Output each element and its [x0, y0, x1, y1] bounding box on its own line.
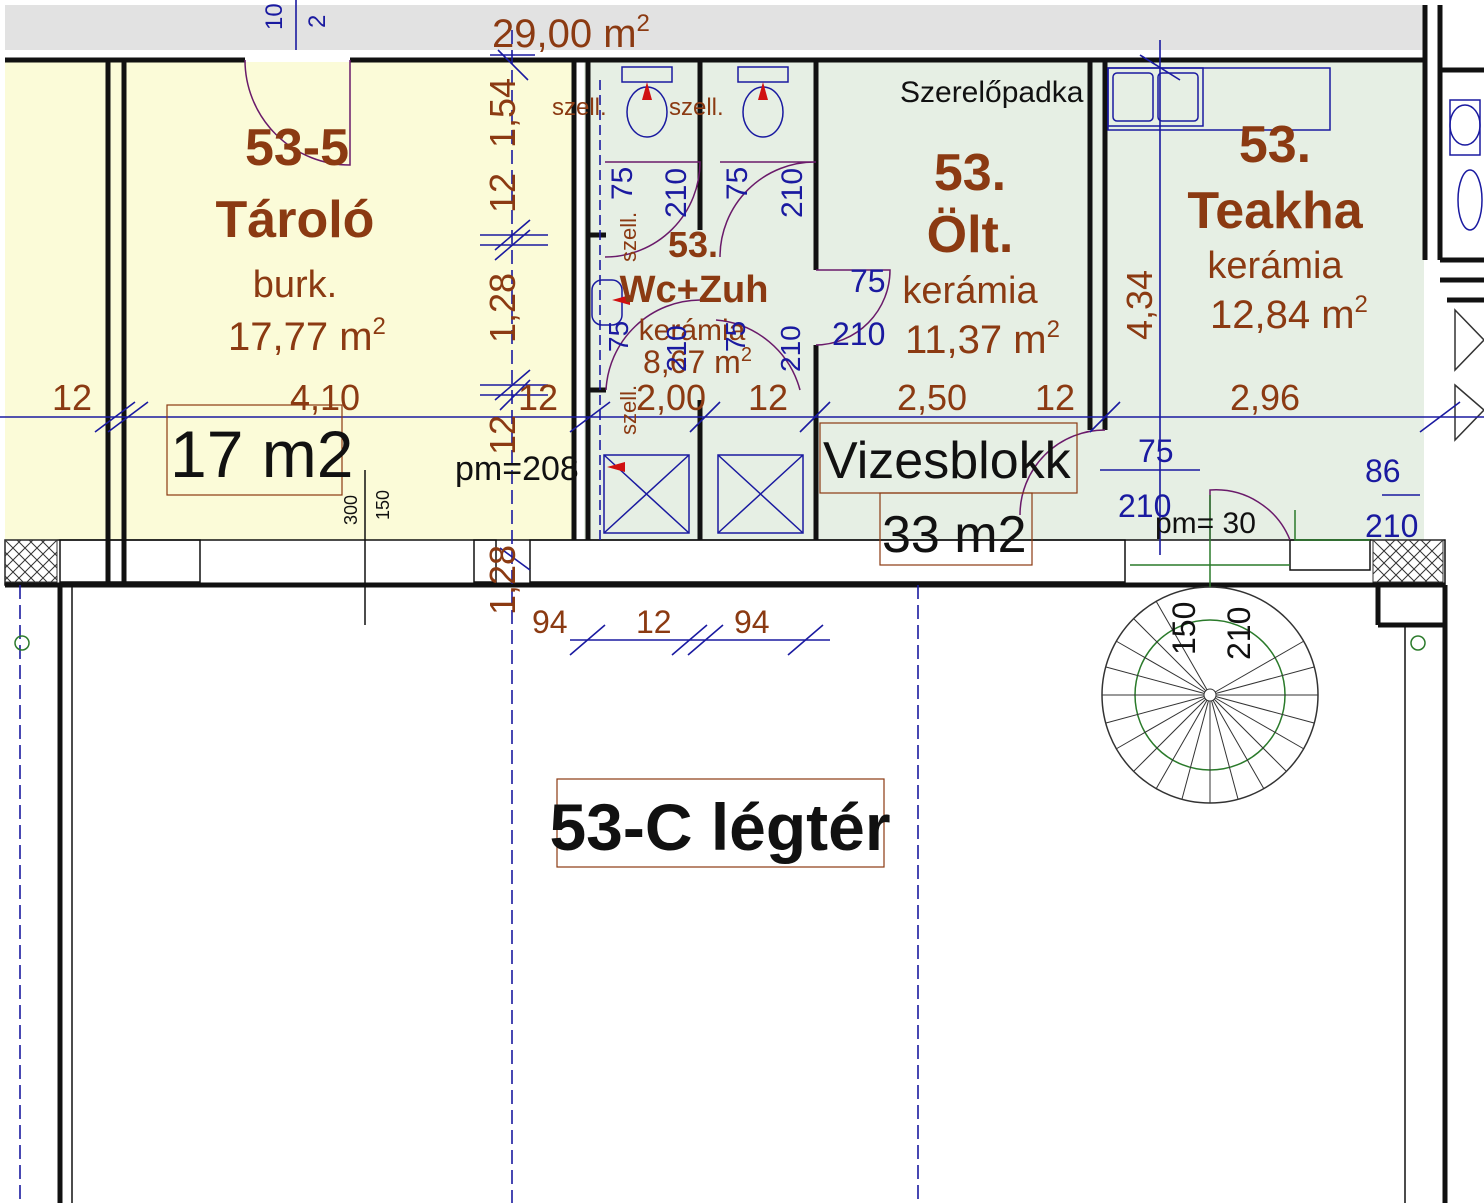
bottom-dim: 12 [636, 604, 672, 640]
width-dim: 2,96 [1230, 377, 1300, 418]
top-small-dim: 2 [304, 15, 331, 28]
kitchen-area: 12,84 m2 [1210, 291, 1368, 337]
locker-floor: kerámia [902, 270, 1038, 312]
storage-area-box [166, 404, 343, 496]
storage-area: 17,77 m2 [228, 313, 386, 359]
wet-block-name: Vizesblokk [823, 432, 1072, 490]
dim-150: 150 [373, 490, 393, 520]
height-dim: 1,28 [482, 545, 523, 615]
ventilation-markers [607, 82, 768, 472]
door-height-dim: 210 [1118, 488, 1171, 524]
door-width-dim: 75 [1138, 433, 1174, 469]
height-dim: 12 [482, 173, 523, 213]
storage-room-fill [5, 62, 572, 540]
door-width-dim: 75 [603, 321, 634, 352]
door-width-dim: 75 [720, 321, 751, 352]
spiral-staircase [1101, 495, 1319, 804]
vent-label: szell. [669, 94, 724, 121]
airspace-label: 53-C légtér [549, 790, 890, 864]
width-dim: 12 [52, 377, 92, 418]
height-dim: 1,54 [482, 78, 523, 148]
workbench-label: Szerelőpadka [900, 76, 1084, 109]
wc-name: Wc+Zuh [620, 269, 769, 311]
door-width-dim: 86 [1365, 453, 1401, 489]
airspace-box [556, 778, 885, 868]
wc-number: 53. [668, 224, 718, 265]
wet-block-area-box [879, 492, 1033, 566]
height-dim: 12 [482, 415, 523, 455]
insulation-hatch [4, 539, 1444, 583]
door-width-dim: 75 [850, 263, 886, 299]
bottom-dim: 94 [532, 604, 568, 640]
kitchen-floor: kerámia [1207, 245, 1343, 287]
wet-block-area: 33 m2 [882, 506, 1027, 564]
locker-area: 11,37 m2 [905, 316, 1060, 362]
walls [4, 5, 1484, 1203]
floor-level-right: pm= 30 [1155, 507, 1256, 540]
kitchen-name: Teakha [1187, 182, 1363, 240]
door-height-dim: 210 [1365, 508, 1418, 544]
locker-name: Ölt. [927, 206, 1014, 264]
storage-name: Tároló [216, 191, 375, 249]
vent-label: szell. [616, 385, 641, 435]
width-dim: 2,00 [636, 377, 706, 418]
door-width-dim: 75 [606, 167, 639, 200]
stair-dim: 210 [1221, 607, 1257, 660]
door-swings [244, 59, 1370, 566]
door-width-dim: 75 [721, 167, 754, 200]
height-dim: 1,28 [482, 273, 523, 343]
width-dim: 2,50 [897, 377, 967, 418]
airspace-fill [60, 585, 1440, 1203]
width-dim: 12 [748, 377, 788, 418]
width-dim: 4,10 [290, 377, 360, 418]
storage-number: 53-5 [245, 119, 349, 177]
height-dim: 4,34 [1119, 270, 1160, 340]
kitchen-number: 53. [1239, 116, 1311, 174]
column-marker [1410, 635, 1426, 651]
width-dim: 12 [1035, 377, 1075, 418]
door-height-dim: 210 [775, 325, 806, 372]
door-height-dim: 210 [660, 168, 693, 218]
bottom-dim: 94 [734, 604, 770, 640]
floor-level-left: pm=208 [455, 450, 579, 488]
top-small-dim: 10 [261, 3, 288, 30]
corridor-strip [5, 5, 1425, 50]
dim-300: 300 [341, 495, 361, 525]
stair-dim: 150 [1166, 602, 1202, 655]
wc-area: 8,67 m2 [643, 344, 752, 380]
vent-label: szell. [616, 212, 641, 262]
width-dim: 12 [518, 377, 558, 418]
door-height-dim: 210 [832, 316, 885, 352]
door-height-dim: 210 [776, 168, 809, 218]
column-marker [14, 635, 30, 651]
wc-floor: kerámia [639, 314, 746, 347]
locker-number: 53. [934, 144, 1006, 202]
door-height-dim: 210 [661, 325, 692, 372]
vent-label: szell. [552, 94, 607, 121]
storage-box-area: 17 m2 [170, 417, 353, 491]
storage-floor: burk. [253, 264, 337, 306]
top-area-label: 29,00 m2 [492, 10, 650, 56]
